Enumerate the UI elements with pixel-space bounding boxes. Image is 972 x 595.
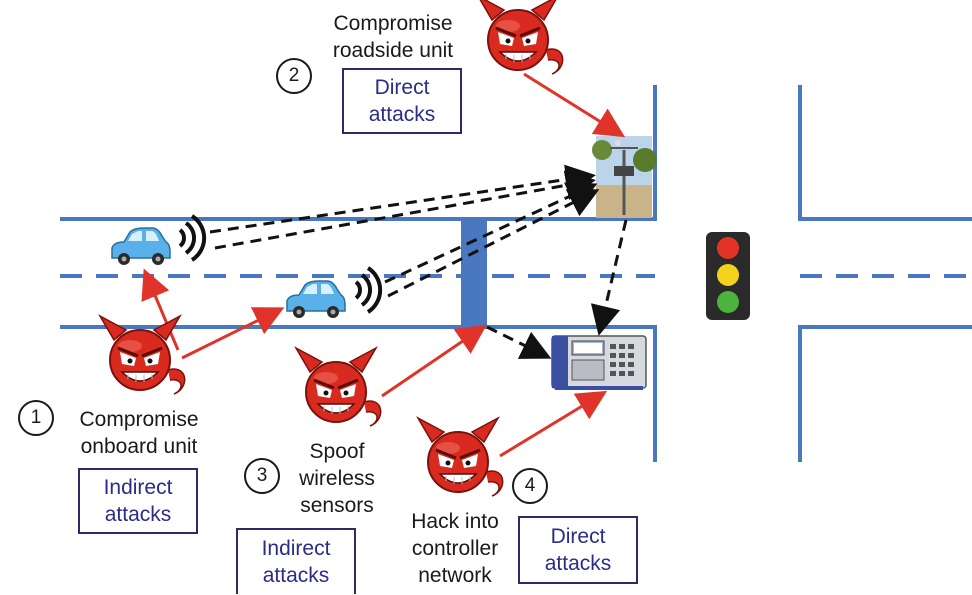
- traffic-controller-icon: [551, 335, 647, 390]
- roadside-unit-icon: [592, 136, 657, 218]
- step2-number: 2: [276, 58, 312, 94]
- attack-arrows: [141, 72, 626, 458]
- step2-attack-type: Direct attacks: [342, 68, 462, 134]
- traffic-light-icon: [706, 232, 750, 320]
- step3-attack-type: Indirect attacks: [236, 528, 356, 594]
- devil-face-icon: [294, 346, 383, 428]
- devil-face-icon: [476, 0, 565, 76]
- step1-label: Compromise onboard unit: [79, 408, 199, 458]
- step2-label: Compromise roadside unit: [332, 12, 454, 62]
- wireless-signal-icon: [178, 214, 207, 262]
- step1-number: 1: [18, 400, 54, 436]
- devil-face-icon: [416, 416, 505, 498]
- step4-number: 4: [512, 468, 548, 504]
- step1-attack-type: Indirect attacks: [78, 468, 198, 534]
- car-icon: [286, 280, 346, 319]
- step3-label: Spoof wireless sensors: [299, 440, 375, 517]
- step4-attack-type: Direct attacks: [518, 516, 638, 584]
- communication-links: [209, 164, 628, 359]
- step4-label: Hack into controller network: [411, 510, 499, 587]
- wireless-sensor: [461, 221, 487, 327]
- step3-number: 3: [244, 458, 280, 494]
- car-icon: [111, 227, 171, 266]
